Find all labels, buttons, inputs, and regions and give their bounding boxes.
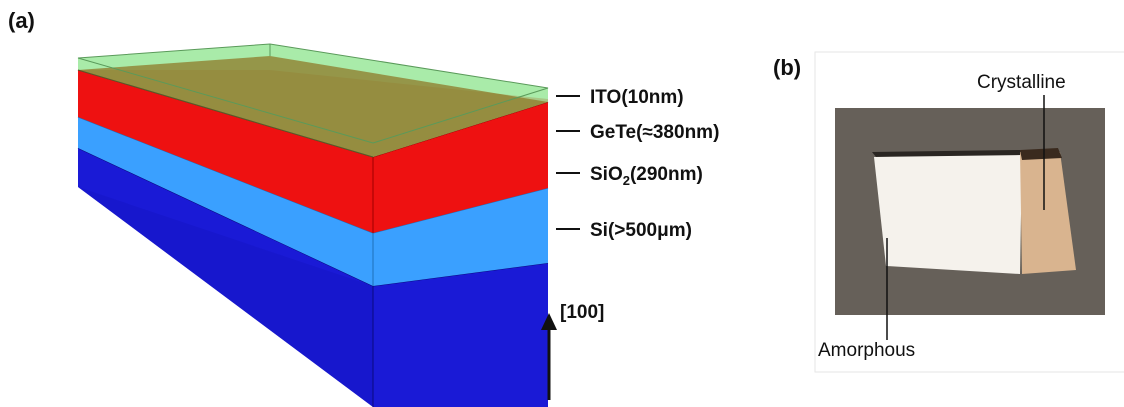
direction-label: [100] bbox=[560, 302, 604, 323]
amorphous-region bbox=[874, 155, 1022, 274]
direction-arrow: [100] bbox=[541, 302, 604, 400]
si-label: Si(>500μm) bbox=[590, 220, 692, 241]
crystalline-label: Crystalline bbox=[977, 72, 1066, 93]
gete-label: GeTe(≈380nm) bbox=[590, 122, 719, 143]
arrow-head bbox=[541, 313, 557, 330]
ito-label: ITO(10nm) bbox=[590, 87, 684, 108]
crystalline-region bbox=[1020, 152, 1076, 274]
sample-photo: Crystalline Amorphous bbox=[814, 51, 1124, 373]
panel-b-label: (b) bbox=[773, 55, 801, 80]
crystalline-shadow bbox=[1020, 148, 1062, 160]
layer-labels: ITO(10nm) GeTe(≈380nm) SiO2(290nm) Si(>5… bbox=[556, 87, 719, 241]
sio2-label: SiO2(290nm) bbox=[590, 164, 703, 188]
ito-layer bbox=[77, 43, 549, 158]
amorphous-label: Amorphous bbox=[818, 340, 915, 361]
panel-a-label: (a) bbox=[8, 8, 35, 33]
